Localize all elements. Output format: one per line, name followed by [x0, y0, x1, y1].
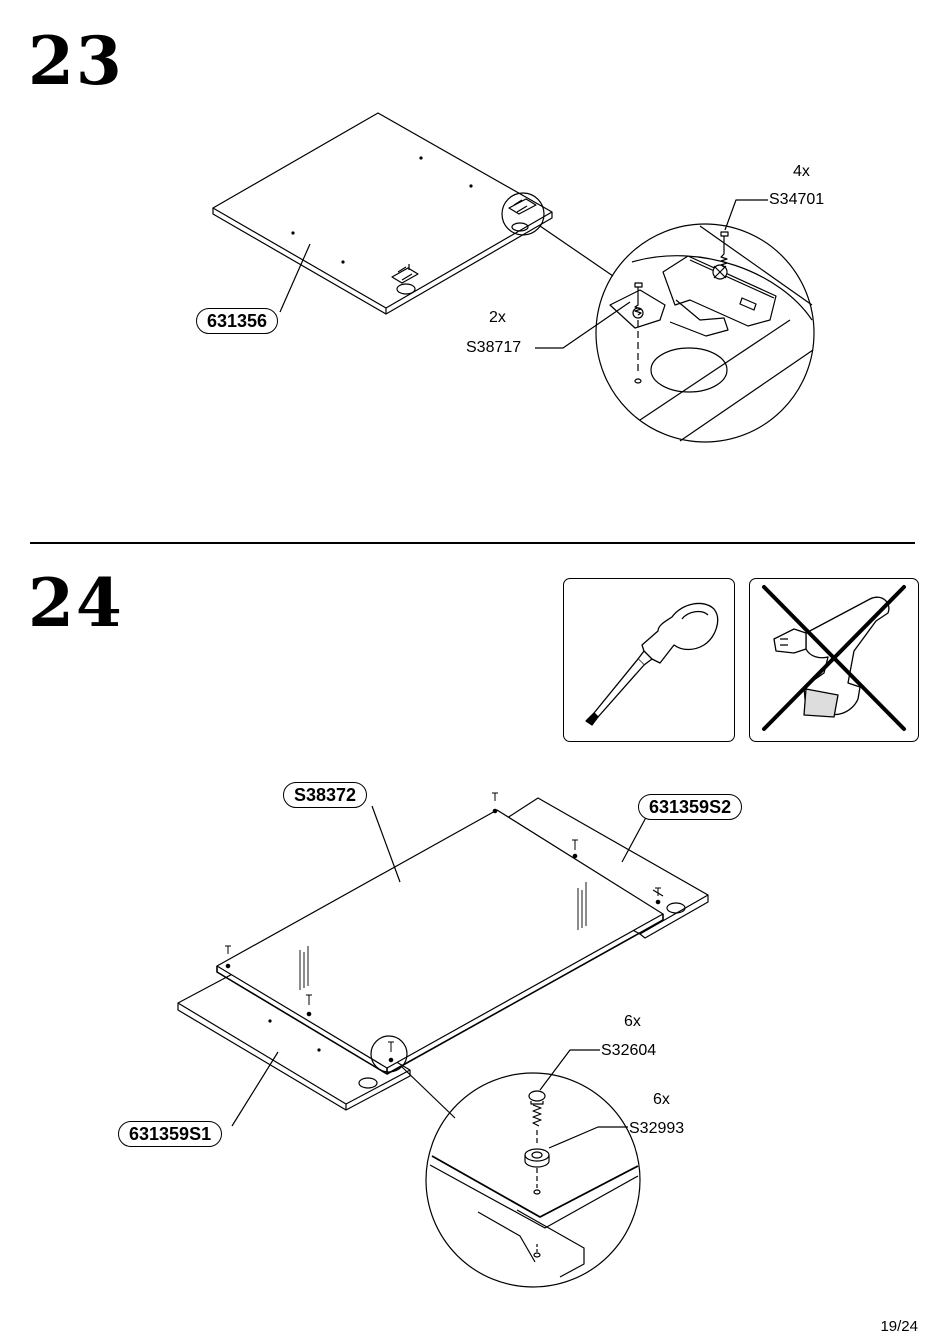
power-drill-crossed-icon	[762, 585, 906, 731]
page-number: 19/24	[880, 1318, 918, 1335]
cap-detail-circle	[425, 1072, 641, 1288]
step-23-number: 23	[28, 22, 124, 100]
part-label-S38372: S38372	[283, 782, 368, 808]
plate-screw-code: S38717	[466, 339, 522, 356]
tool-allowed-box	[563, 578, 735, 742]
hinge-screw-code: S34701	[769, 191, 825, 208]
panel-631356-drawing	[212, 112, 553, 315]
cap-code: S32993	[629, 1120, 685, 1137]
tool-forbidden-box	[749, 578, 919, 742]
screw-code: S32604	[601, 1042, 657, 1059]
screwdriver-icon	[585, 602, 719, 726]
panel-S38372-drawing	[216, 809, 664, 1075]
screw-qty: 6x	[624, 1013, 641, 1030]
plate-screw-qty: 2x	[489, 309, 506, 326]
panel-screws	[225, 792, 661, 1063]
part-label-631359S1: 631359S1	[118, 1121, 223, 1147]
step-divider	[30, 542, 915, 544]
hinge-detail-circle	[595, 223, 815, 443]
hinge-screw-qty: 4x	[793, 163, 810, 180]
step-24-number: 24	[28, 564, 124, 642]
cap-qty: 6x	[653, 1091, 670, 1108]
part-label-631359S2: 631359S2	[638, 794, 743, 820]
part-label-631356: 631356	[196, 308, 279, 334]
